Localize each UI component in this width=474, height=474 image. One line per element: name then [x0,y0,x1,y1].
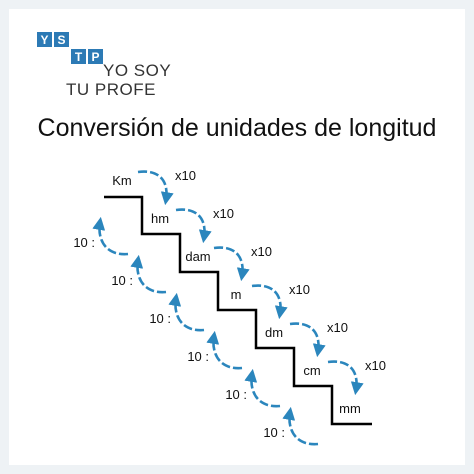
divide-arrow [206,330,243,370]
multiply-arrows [137,170,364,396]
multiply-arrow [327,360,364,396]
divide-label: 10 : [73,235,95,250]
unit-label-mm: mm [339,401,361,416]
staircase-line [104,195,372,426]
infographic-card [9,9,465,465]
logo-text-line-2: TU PROFE [66,80,156,99]
multiply-arrow [251,284,288,320]
multiply-label: x10 [251,244,272,259]
multiply-arrow [175,208,212,244]
unit-label-cm: cm [303,363,320,378]
multiply-label: x10 [289,282,310,297]
unit-labels: Km hm dam m dm cm mm [112,173,361,416]
multiply-arrow [137,170,174,206]
multiply-label: x10 [365,358,386,373]
divide-label: 10 : [111,273,133,288]
unit-label-dm: dm [265,325,283,340]
divide-label: 10 : [187,349,209,364]
divide-arrow [92,216,129,256]
divide-label: 10 : [263,425,285,440]
divide-arrow [130,254,167,294]
multiply-label: x10 [175,168,196,183]
multiply-labels: x10 x10 x10 x10 x10 x10 [175,168,386,373]
divide-label: 10 : [149,311,171,326]
logo-letter-p: P [88,49,103,64]
multiply-label: x10 [213,206,234,221]
unit-label-hm: hm [151,211,169,226]
divide-arrow [244,368,281,408]
unit-label-m: m [231,287,242,302]
divide-labels: 10 : 10 : 10 : 10 : 10 : 10 : [73,235,285,440]
multiply-arrow [289,322,326,358]
multiply-label: x10 [327,320,348,335]
page-title: Conversión de unidades de longitud [37,114,437,142]
divide-arrow [168,292,205,332]
logo-text-line-1: YO SOY [103,61,172,80]
unit-label-dam: dam [185,249,210,264]
logo-letter-t: T [71,49,86,64]
unit-label-km: Km [112,173,132,188]
multiply-arrow [213,246,250,282]
logo-letter-y: Y [37,32,52,47]
divide-label: 10 : [225,387,247,402]
logo-letter-s: S [54,32,69,47]
divide-arrow [282,406,319,446]
logo-letter-grid: Y S T P [37,32,103,64]
divide-arrows [92,216,319,446]
